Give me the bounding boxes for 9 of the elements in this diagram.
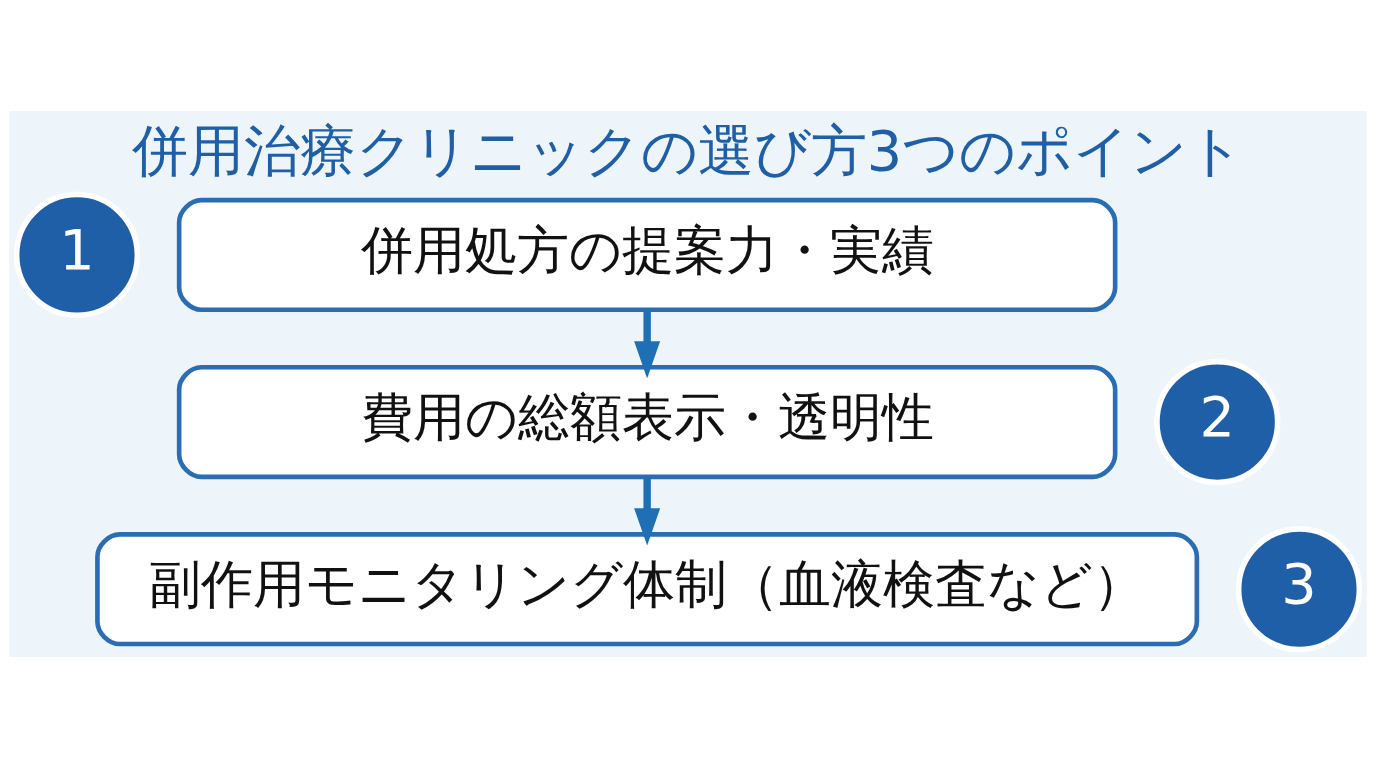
diagram-title: 併用治療クリニックの選び方3つのポイント	[131, 118, 1245, 184]
node-box: 費用の総額表示・透明性	[176, 364, 1118, 480]
node-circle: 3	[1235, 526, 1363, 653]
arrow	[634, 477, 661, 546]
arrow	[634, 310, 661, 379]
node-circle: 2	[1154, 358, 1281, 486]
node-box: 副作用モニタリング体制（血液検査など）	[95, 532, 1200, 647]
node-circle: 1	[13, 191, 141, 319]
node-box: 併用処方の提案力・実績	[176, 197, 1118, 313]
